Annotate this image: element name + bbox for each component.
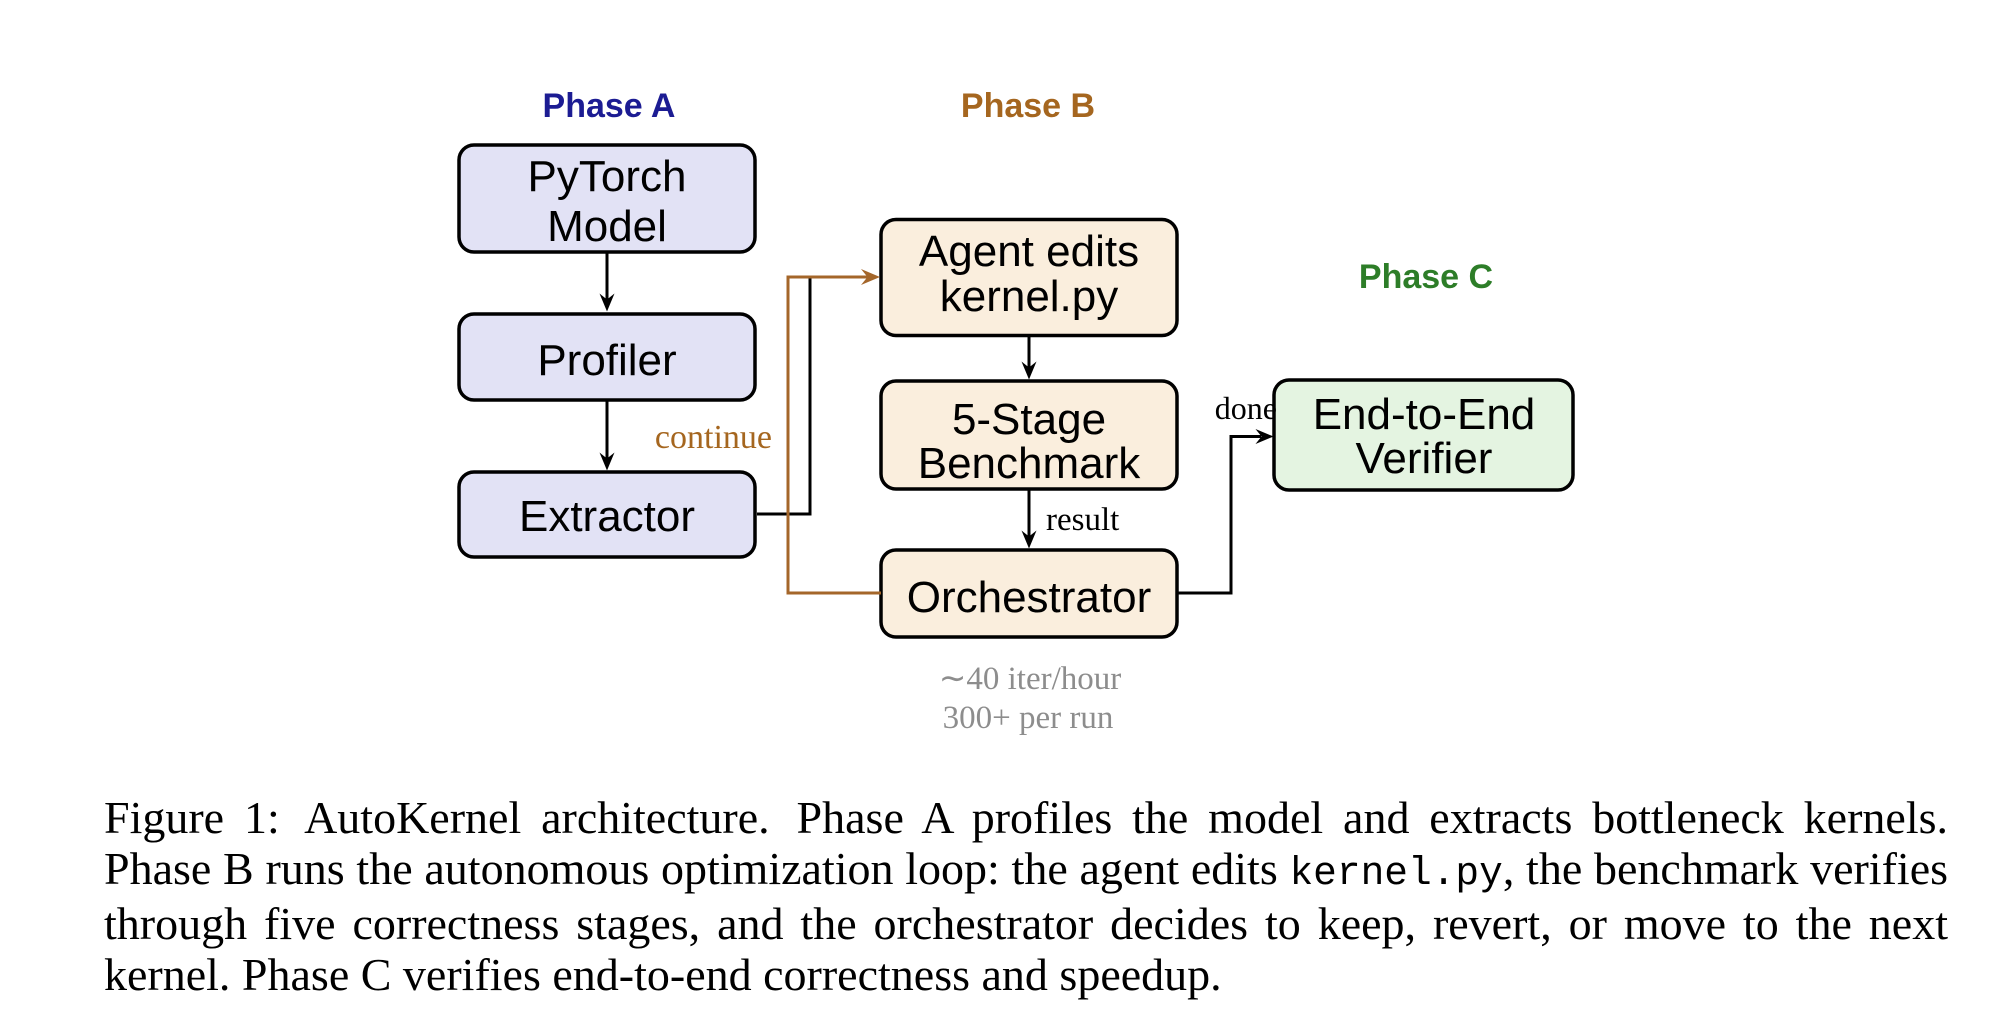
svg-text:Phase A: Phase A [543, 87, 676, 125]
svg-text:PyTorch: PyTorch [528, 152, 687, 201]
svg-text:Extractor: Extractor [519, 492, 695, 541]
svg-text:∼40 iter/hour: ∼40 iter/hour [939, 661, 1122, 697]
svg-text:Agent edits: Agent edits [919, 227, 1139, 276]
svg-text:Benchmark: Benchmark [918, 439, 1142, 488]
svg-text:End-to-End: End-to-End [1313, 390, 1536, 439]
svg-text:kernel.py: kernel.py [940, 272, 1119, 321]
svg-text:Verifier: Verifier [1356, 434, 1493, 483]
svg-text:Phase C: Phase C [1359, 258, 1493, 296]
svg-text:5-Stage: 5-Stage [952, 395, 1106, 444]
svg-text:Model: Model [547, 202, 667, 251]
svg-text:done: done [1215, 390, 1277, 426]
svg-text:Phase B: Phase B [961, 87, 1095, 125]
svg-text:result: result [1046, 502, 1119, 538]
svg-text:Orchestrator: Orchestrator [907, 573, 1152, 622]
svg-text:continue: continue [655, 419, 772, 456]
svg-text:Profiler: Profiler [537, 336, 676, 385]
svg-text:300+ per run: 300+ per run [943, 700, 1114, 736]
